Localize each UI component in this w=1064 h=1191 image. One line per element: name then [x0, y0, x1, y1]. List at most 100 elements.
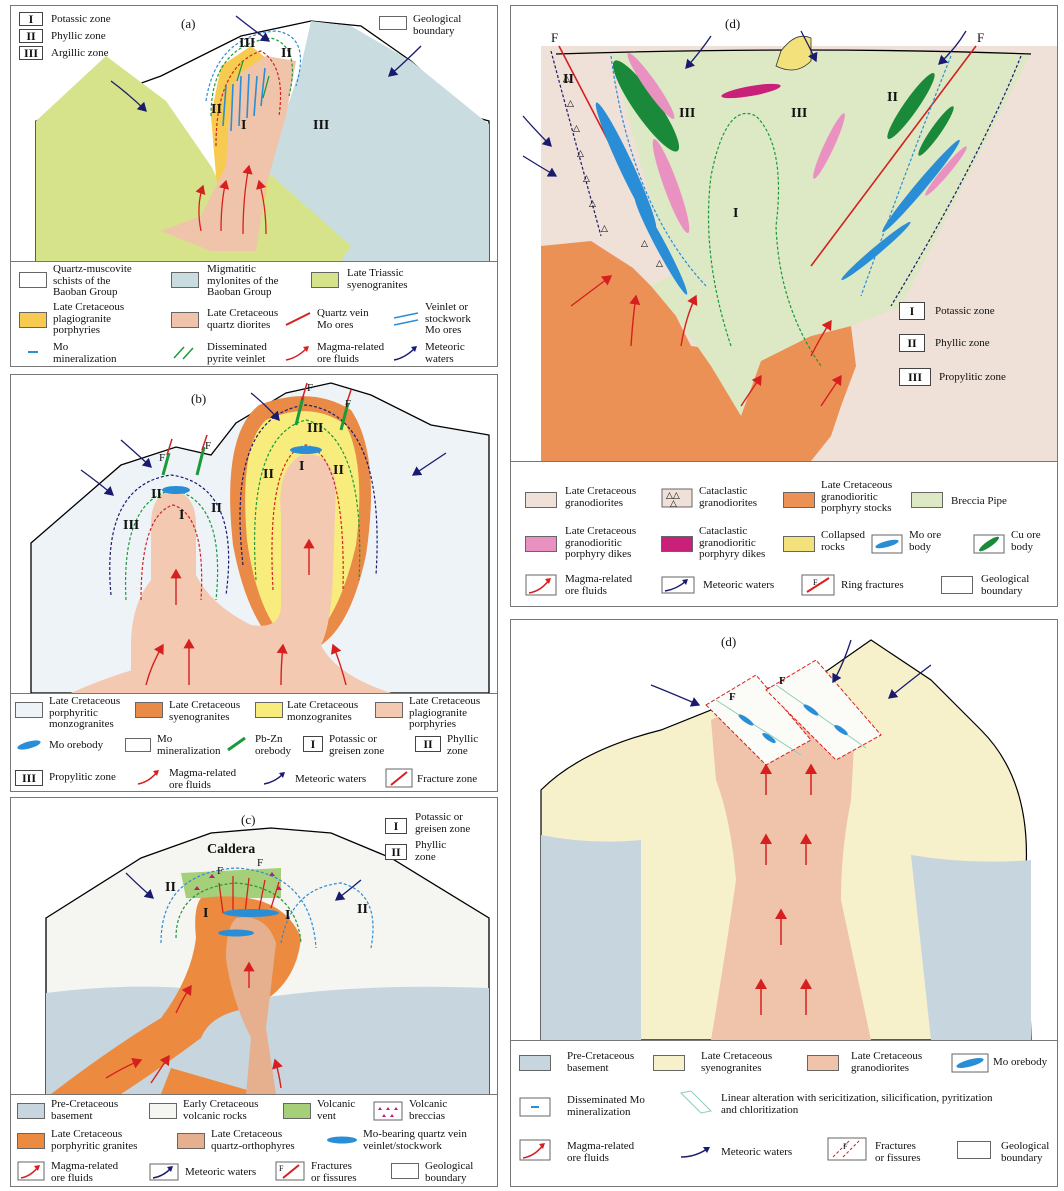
- zone-label-ii-b2: II: [211, 501, 222, 517]
- zone-key-i: I: [19, 12, 43, 26]
- ore-fluid-arrow-icon-e: [519, 1139, 551, 1161]
- legend-disseminated-mo: Disseminated Momineralization: [567, 1095, 645, 1118]
- meteoric-arrow-icon-d: [661, 576, 695, 594]
- legend-syenogranite-d: Late Cretaceoussyenogranites: [701, 1051, 772, 1074]
- swatch-cataclastic-dike: [661, 536, 693, 552]
- legend-boundary-e: Geologicalboundary: [1001, 1141, 1049, 1164]
- zone-label-ii-left: II: [211, 102, 222, 118]
- zone-label-ii-c2: II: [357, 902, 368, 918]
- legend-quartz-diorite: Late Cretaceousquartz diorites: [207, 308, 278, 331]
- zone-label-ii-b1: II: [151, 487, 162, 503]
- svg-text:△: △: [589, 198, 596, 208]
- mo-quartz-vein-icon: [325, 1133, 359, 1147]
- swatch-basement-c: [17, 1103, 45, 1119]
- panel-c-title: (c): [241, 812, 255, 828]
- fault-label-e2: F: [779, 676, 786, 688]
- fault-label-e1: F: [729, 692, 736, 704]
- swatch-breccia-pipe: [911, 492, 943, 508]
- legend-phyllic-b: Phylliczone: [447, 734, 478, 757]
- swatch-volcanic-vent: [283, 1103, 311, 1119]
- swatch-porphyritic-monzogranite: [15, 702, 43, 718]
- boundary-icon: [379, 16, 407, 30]
- legend-potassic-b: Potassic orgreisen zone: [329, 734, 384, 757]
- svg-text:F: F: [843, 1142, 848, 1151]
- zone-label-iii-d1: III: [679, 106, 695, 122]
- swatch-porphyry-dike: [525, 536, 557, 552]
- swatch-syenogranite: [311, 272, 339, 288]
- zone-label-ii-b3: II: [263, 467, 274, 483]
- panel-d-upper-cross-section: △△△ △△△ △△△: [511, 6, 1058, 461]
- swatch-granodiorite-d2: [807, 1055, 839, 1071]
- linear-alteration-icon: [677, 1089, 715, 1115]
- legend-meteoric-c: Meteoric waters: [185, 1167, 256, 1179]
- legend-granodiorite-d2: Late Cretaceousgranodiorites: [851, 1051, 922, 1074]
- boundary-label-1: Geological: [413, 14, 461, 26]
- fault-label-2: F: [205, 441, 211, 453]
- fault-label-4: F: [345, 399, 351, 411]
- meteoric-arrow-icon-c: [149, 1163, 179, 1181]
- zone-key-i-c-label: Potassic orgreisen zone: [415, 812, 470, 835]
- svg-text:△: △: [573, 123, 580, 133]
- ore-fluid-arrow-icon-b: [135, 768, 163, 786]
- boundary-label-2: boundary: [413, 26, 455, 38]
- boundary-icon-c: [391, 1163, 419, 1179]
- swatch-basement-d: [519, 1055, 551, 1071]
- zone-key-iii-label: Argillic zone: [51, 48, 109, 60]
- legend-ore-fluids: Magma-relatedore fluids: [317, 342, 384, 365]
- volcanic-breccia-icon: [373, 1101, 403, 1121]
- zone-label-ii-d1: II: [563, 72, 574, 88]
- cu-ore-body-icon: [973, 534, 1005, 554]
- svg-text:F: F: [279, 1164, 284, 1173]
- zone-key-ii-d-label: Phyllic zone: [935, 338, 990, 350]
- zone-label-ii-d2: II: [887, 90, 898, 106]
- legend-cataclastic: Cataclasticgranodiorites: [699, 486, 757, 509]
- legend-porphyry-dike: Late Cretaceousgranodioriticporphyry dik…: [565, 526, 636, 561]
- zone-label-i-c2: I: [285, 908, 290, 924]
- legend-porphyritic-monzogranite: Late Cretaceousporphyriticmonzogranites: [49, 696, 120, 731]
- legend-meteoric-waters: Meteoricwaters: [425, 342, 465, 365]
- zone-key-i-c: I: [385, 818, 407, 834]
- legend-meteoric-e: Meteoric waters: [721, 1147, 792, 1159]
- zone-key-ii-d: II: [899, 334, 925, 352]
- legend-mo-mineralization-b: Momineralization: [157, 734, 221, 757]
- mo-mineralization-icon: [19, 344, 47, 360]
- zone-label-i-d1: I: [733, 206, 738, 222]
- panel-d-upper-legend: Late Cretaceousgranodiorites △△△ Catacla…: [511, 461, 1057, 607]
- fracture-icon-c: F: [275, 1161, 305, 1181]
- mo-orebody-icon-d: [951, 1053, 989, 1073]
- swatch-granodiorite-d: [525, 492, 557, 508]
- zone-label-iii-b2: III: [307, 421, 323, 437]
- ore-fluid-arrow-icon-d: [525, 574, 557, 596]
- zone-key-iii: III: [19, 46, 43, 60]
- svg-text:F: F: [813, 578, 818, 587]
- zone-key-iii-d: III: [899, 368, 931, 386]
- legend-meteoric-d: Meteoric waters: [703, 580, 774, 592]
- swatch-schist: [19, 272, 47, 288]
- zone-key-i-d-label: Potassic zone: [935, 306, 995, 318]
- zone-label-iii-right: III: [313, 118, 329, 134]
- panel-d-upper: △△△ △△△ △△△ (d) F F II III III II I I Po…: [510, 5, 1058, 607]
- legend-plagiogranite: Late Cretaceousplagiograniteporphyries: [53, 302, 124, 337]
- legend-meteoric-b: Meteoric waters: [295, 774, 366, 786]
- meteoric-arrow-icon-e: [677, 1143, 715, 1161]
- swatch-syenogranite-b: [135, 702, 163, 718]
